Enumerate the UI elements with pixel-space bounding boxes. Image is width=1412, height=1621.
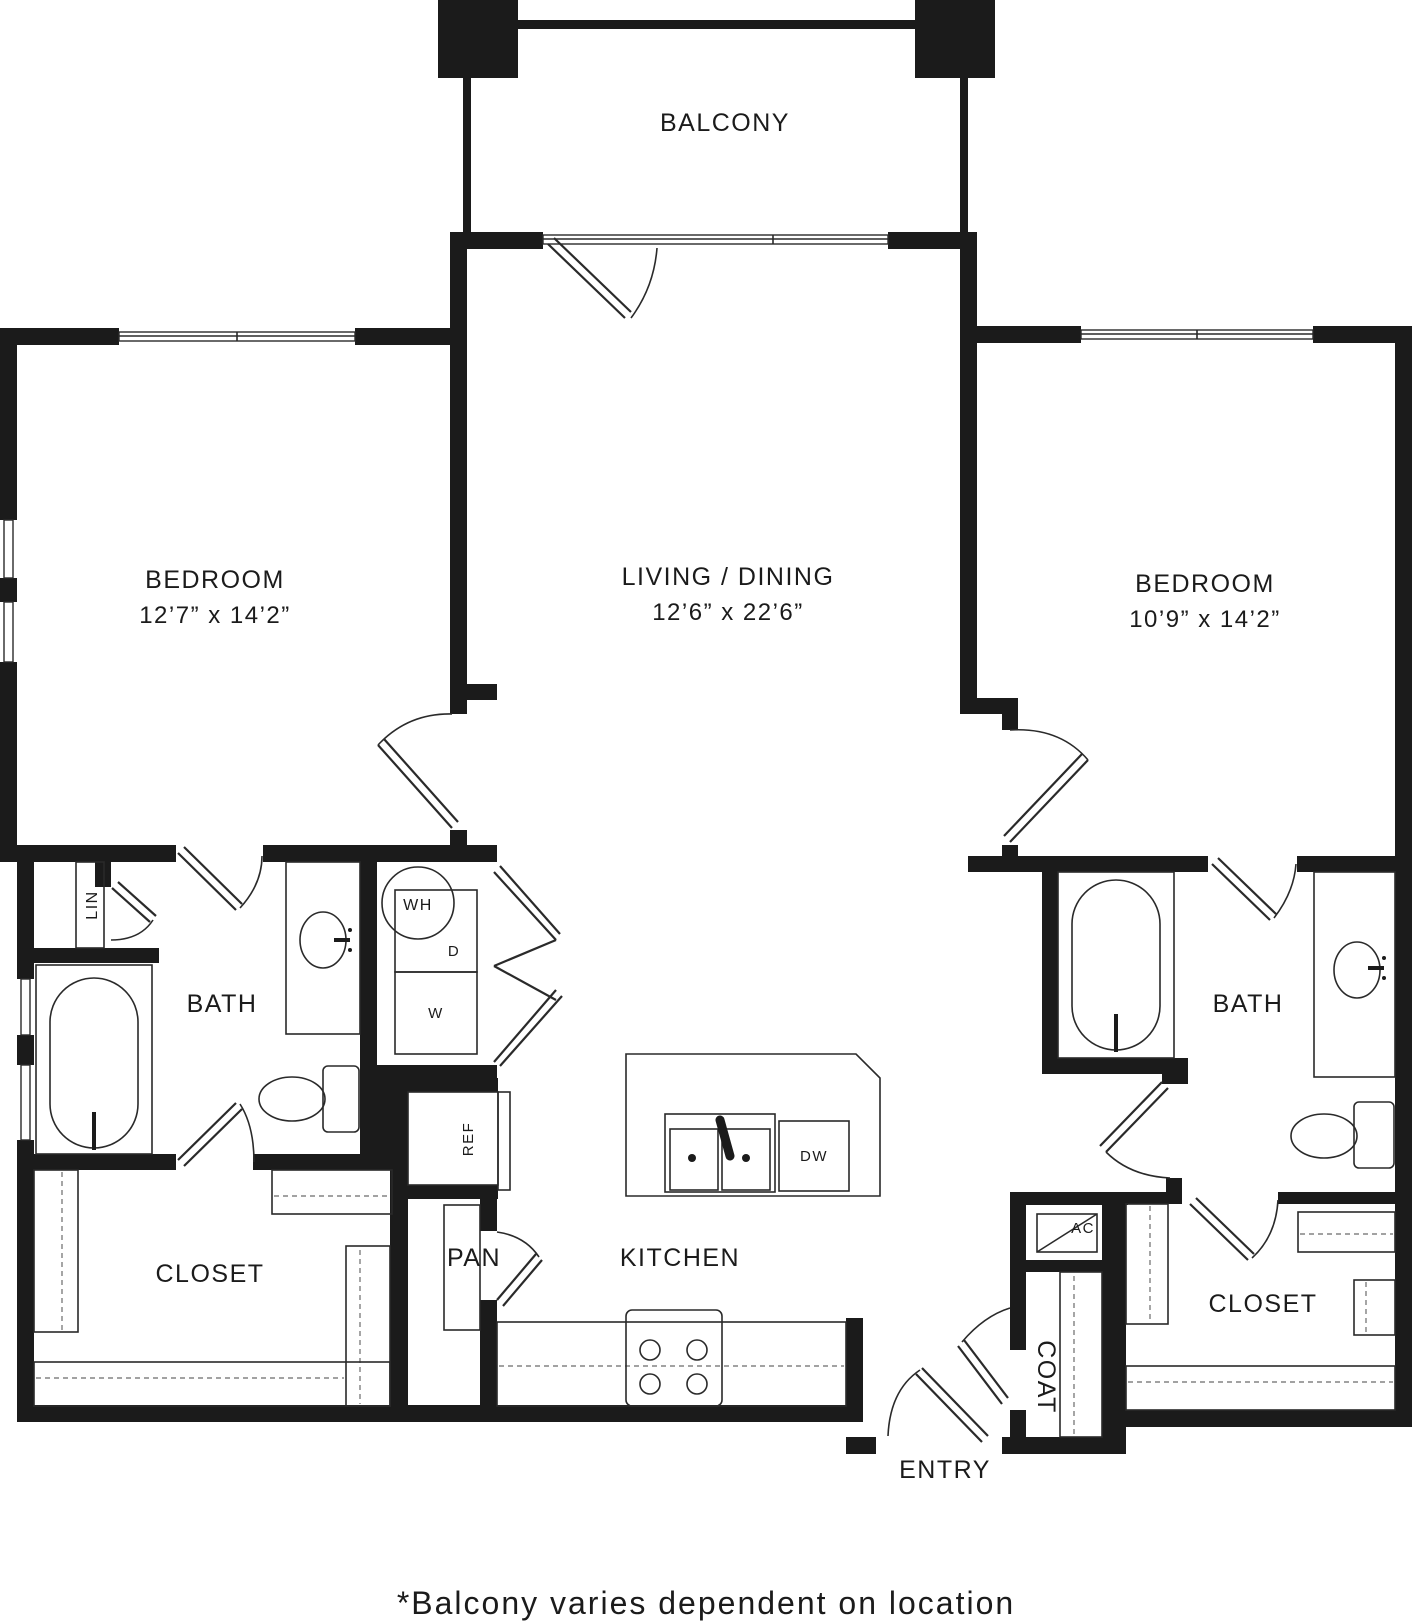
coat-shelf (1059, 1271, 1103, 1438)
living-dining-label: LIVING / DINING (622, 563, 835, 591)
coat-door (957, 1307, 1011, 1405)
bath-left-door-bottom (177, 1102, 255, 1167)
refrigerator (407, 1091, 511, 1191)
closet-right-shelves (1125, 1203, 1396, 1411)
refrigerator-label: REF (460, 1122, 477, 1157)
bath-right-door-top (1211, 857, 1297, 921)
living-dining-dimensions: 12’6” x 22’6” (652, 599, 804, 626)
bedroom-right-dimensions: 10’9” x 14’2” (1129, 606, 1281, 633)
bath-left-label: BATH (187, 990, 258, 1018)
windows (3, 234, 1314, 1141)
bedroom-right-label: BEDROOM (1135, 570, 1275, 598)
ac-label: AC (1071, 1220, 1095, 1237)
balcony-door (547, 237, 658, 319)
dishwasher-label: DW (800, 1148, 828, 1165)
balcony-structure (438, 0, 995, 234)
bedroom-left-label: BEDROOM (145, 566, 285, 594)
closet-right-label: CLOSET (1208, 1290, 1317, 1318)
kitchen-counter (496, 1309, 847, 1407)
bath-right-door-bottom (1099, 1081, 1171, 1179)
linen-door (110, 881, 157, 941)
balcony-label: BALCONY (660, 109, 790, 137)
entry-door (887, 1367, 989, 1443)
pantry-door (496, 1231, 543, 1307)
linen-label: LIN (84, 890, 101, 919)
closet-right-door (1189, 1197, 1279, 1261)
toilet-left (258, 1065, 360, 1133)
walls (0, 232, 1412, 1454)
bathtub-left (35, 964, 153, 1155)
bedroom-right-door (1003, 728, 1089, 843)
washer-label: W (428, 1005, 444, 1022)
ac-unit (1036, 1213, 1098, 1253)
balcony-footnote: *Balcony varies dependent on location (396, 1585, 1016, 1621)
bath-left-door-top (177, 846, 263, 911)
pantry-shelf (443, 1204, 481, 1331)
vanity-right (1313, 871, 1396, 1078)
toilet-right (1290, 1101, 1395, 1169)
bath-right-label: BATH (1213, 990, 1284, 1018)
pantry-label: PAN (447, 1244, 501, 1272)
kitchen-label: KITCHEN (620, 1244, 740, 1272)
closet-left-shelves (33, 1169, 393, 1407)
closet-left-label: CLOSET (155, 1260, 264, 1288)
linen-shelf (75, 861, 105, 949)
doors (110, 237, 1297, 1443)
entry-label: ENTRY (899, 1456, 991, 1484)
bathtub-right (1057, 871, 1175, 1059)
coat-label: COAT (1032, 1340, 1060, 1414)
bedroom-left-dimensions: 12’7” x 14’2” (139, 602, 291, 629)
laundry-doors (493, 865, 563, 1067)
bedroom-left-door (377, 713, 459, 829)
kitchen-island (625, 1053, 881, 1197)
water-heater-label: WH (403, 897, 433, 914)
laundry-appliances (381, 866, 478, 1055)
vanity-left (285, 861, 361, 1035)
dryer-label: D (448, 943, 460, 960)
